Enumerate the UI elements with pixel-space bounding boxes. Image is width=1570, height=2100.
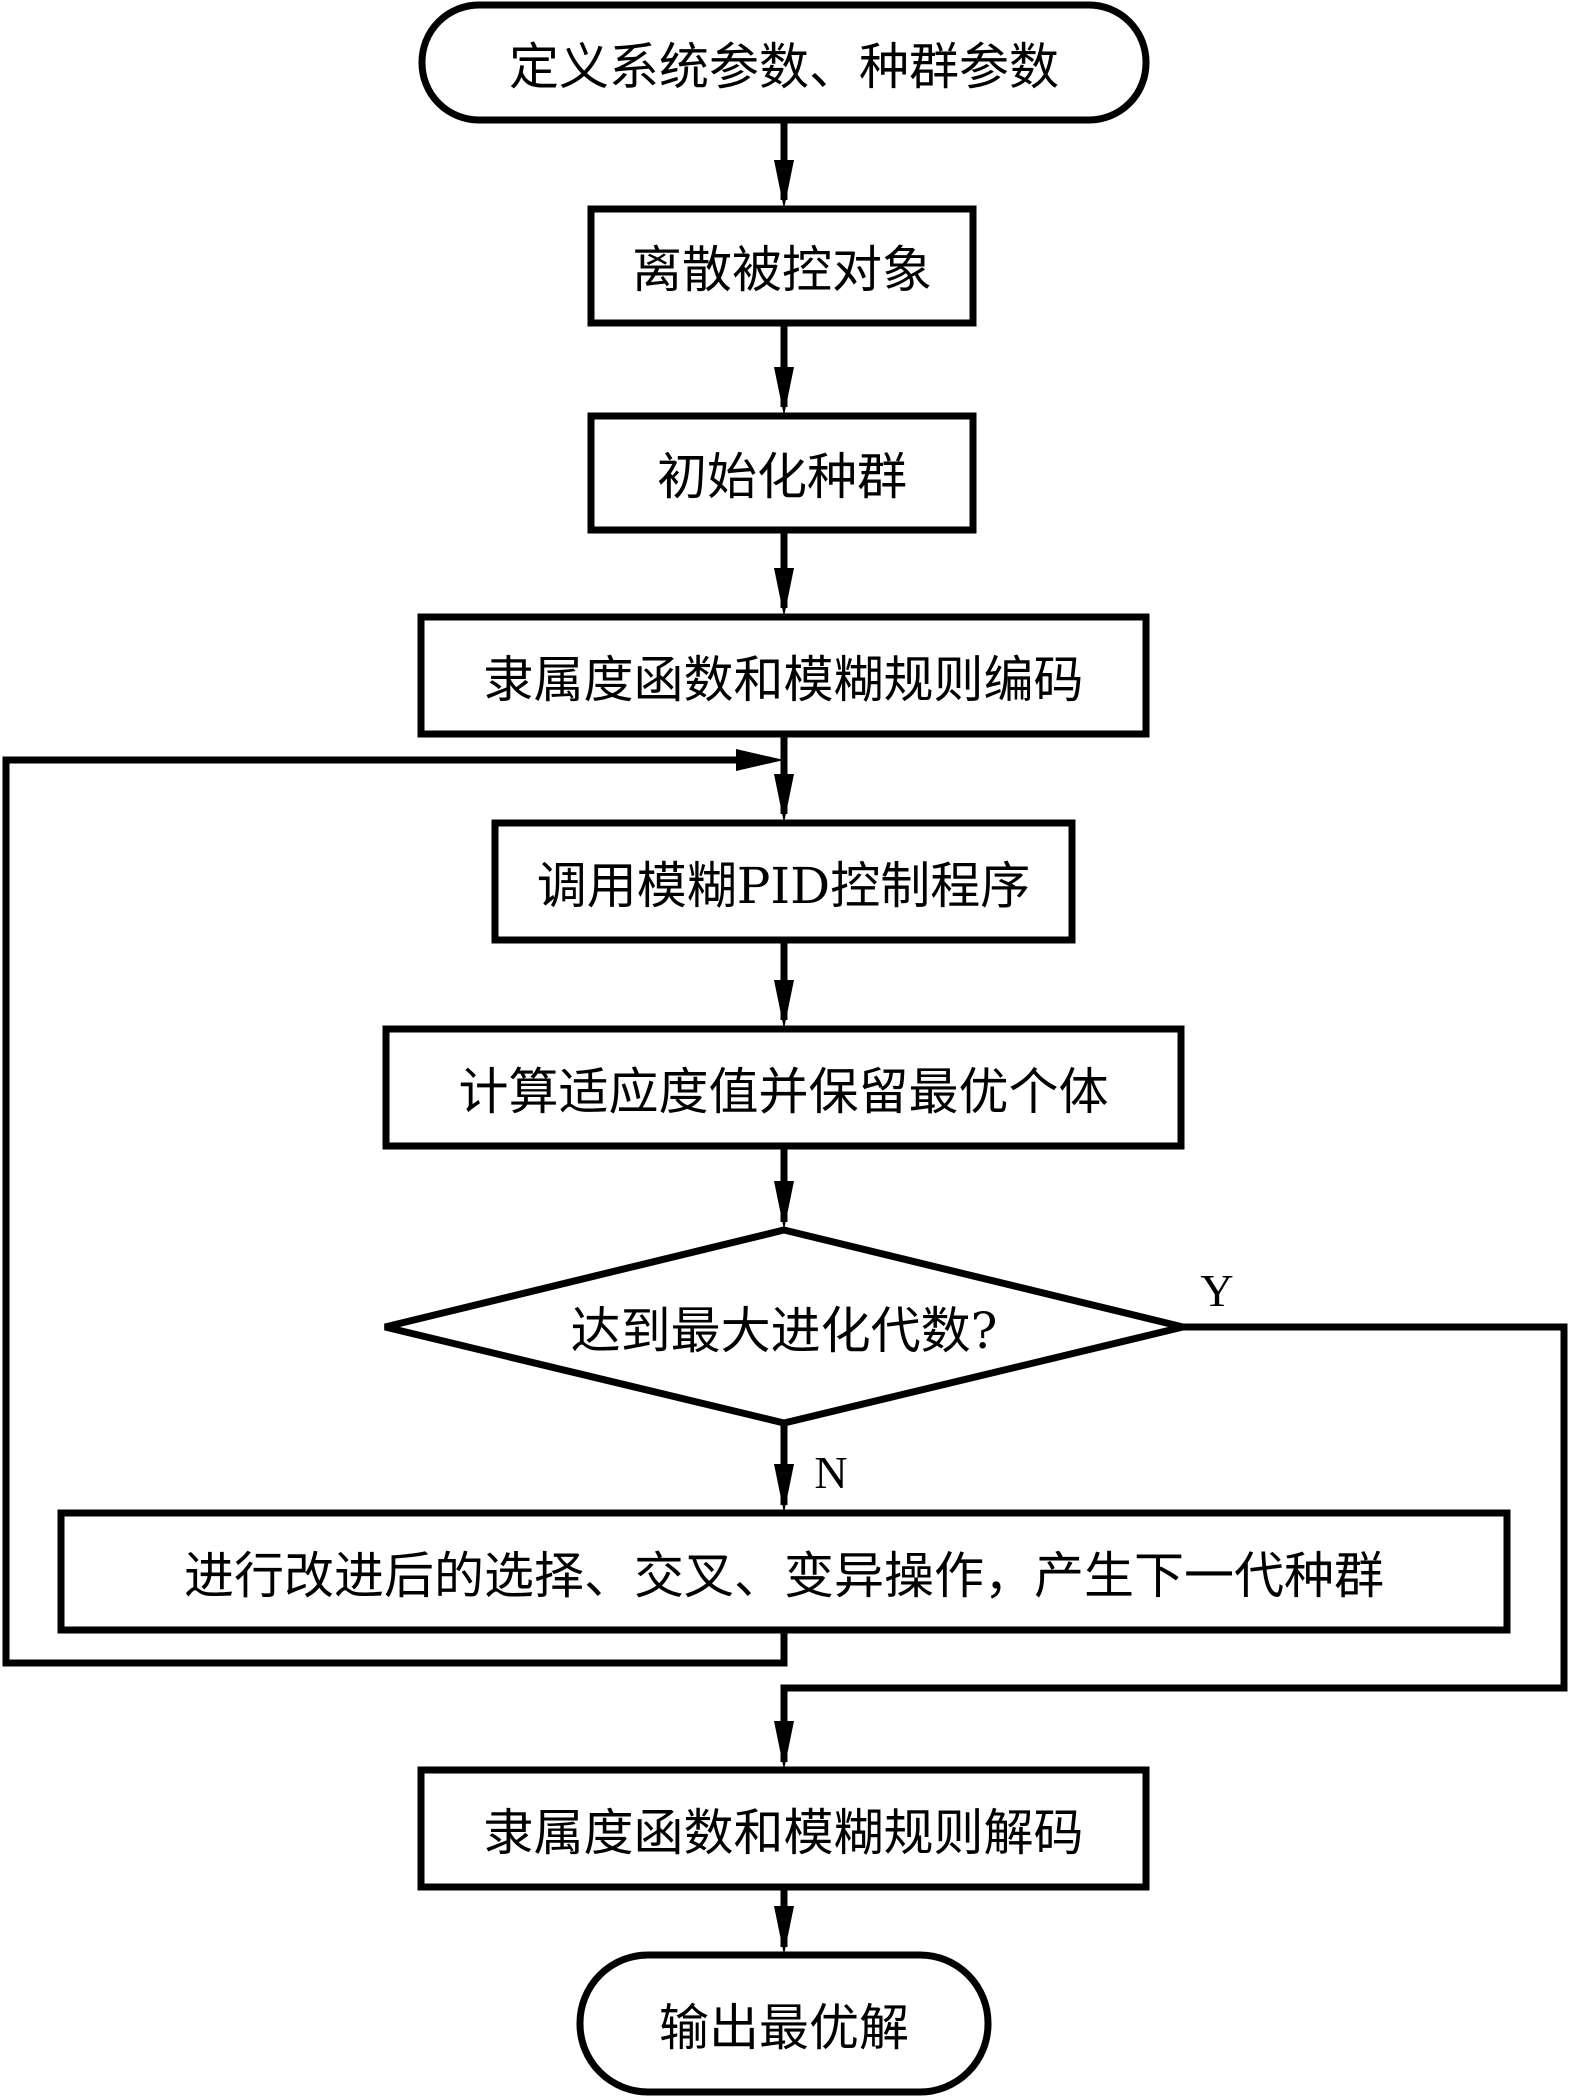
start-terminal-label: 定义系统参数、种群参数 bbox=[509, 37, 1059, 96]
arrowhead bbox=[774, 568, 794, 617]
arrowhead bbox=[774, 367, 794, 416]
fitness-label: 计算适应度值并保留最优个体 bbox=[458, 1062, 1109, 1121]
arrowhead bbox=[774, 1181, 794, 1230]
arrowhead bbox=[774, 980, 794, 1029]
edge-evolve-loopback bbox=[2, 756, 788, 1667]
decode-label: 隶属度函数和模糊规则解码 bbox=[483, 1803, 1084, 1862]
yes-branch-label: Y bbox=[1200, 1264, 1234, 1316]
evolve-label: 进行改进后的选择、交叉、变异操作，产生下一代种群 bbox=[184, 1546, 1384, 1605]
decision-label: 达到最大进化代数? bbox=[570, 1302, 998, 1360]
arrowhead bbox=[774, 1721, 794, 1770]
arrowhead-loopback bbox=[736, 749, 784, 771]
encode-label: 隶属度函数和模糊规则编码 bbox=[483, 650, 1084, 709]
end-terminal-label: 输出最优解 bbox=[659, 1998, 909, 2057]
no-branch-label: N bbox=[814, 1446, 848, 1498]
arrowhead bbox=[774, 1464, 794, 1513]
discretize-label: 离散被控对象 bbox=[632, 241, 932, 299]
arrowhead bbox=[774, 160, 794, 209]
edge-decision-yes bbox=[780, 1323, 1568, 1762]
arrowhead bbox=[774, 1906, 794, 1955]
fuzzy-pid-label: 调用模糊PID控制程序 bbox=[536, 856, 1031, 915]
init-label: 初始化种群 bbox=[657, 448, 907, 506]
arrowhead bbox=[774, 774, 794, 823]
